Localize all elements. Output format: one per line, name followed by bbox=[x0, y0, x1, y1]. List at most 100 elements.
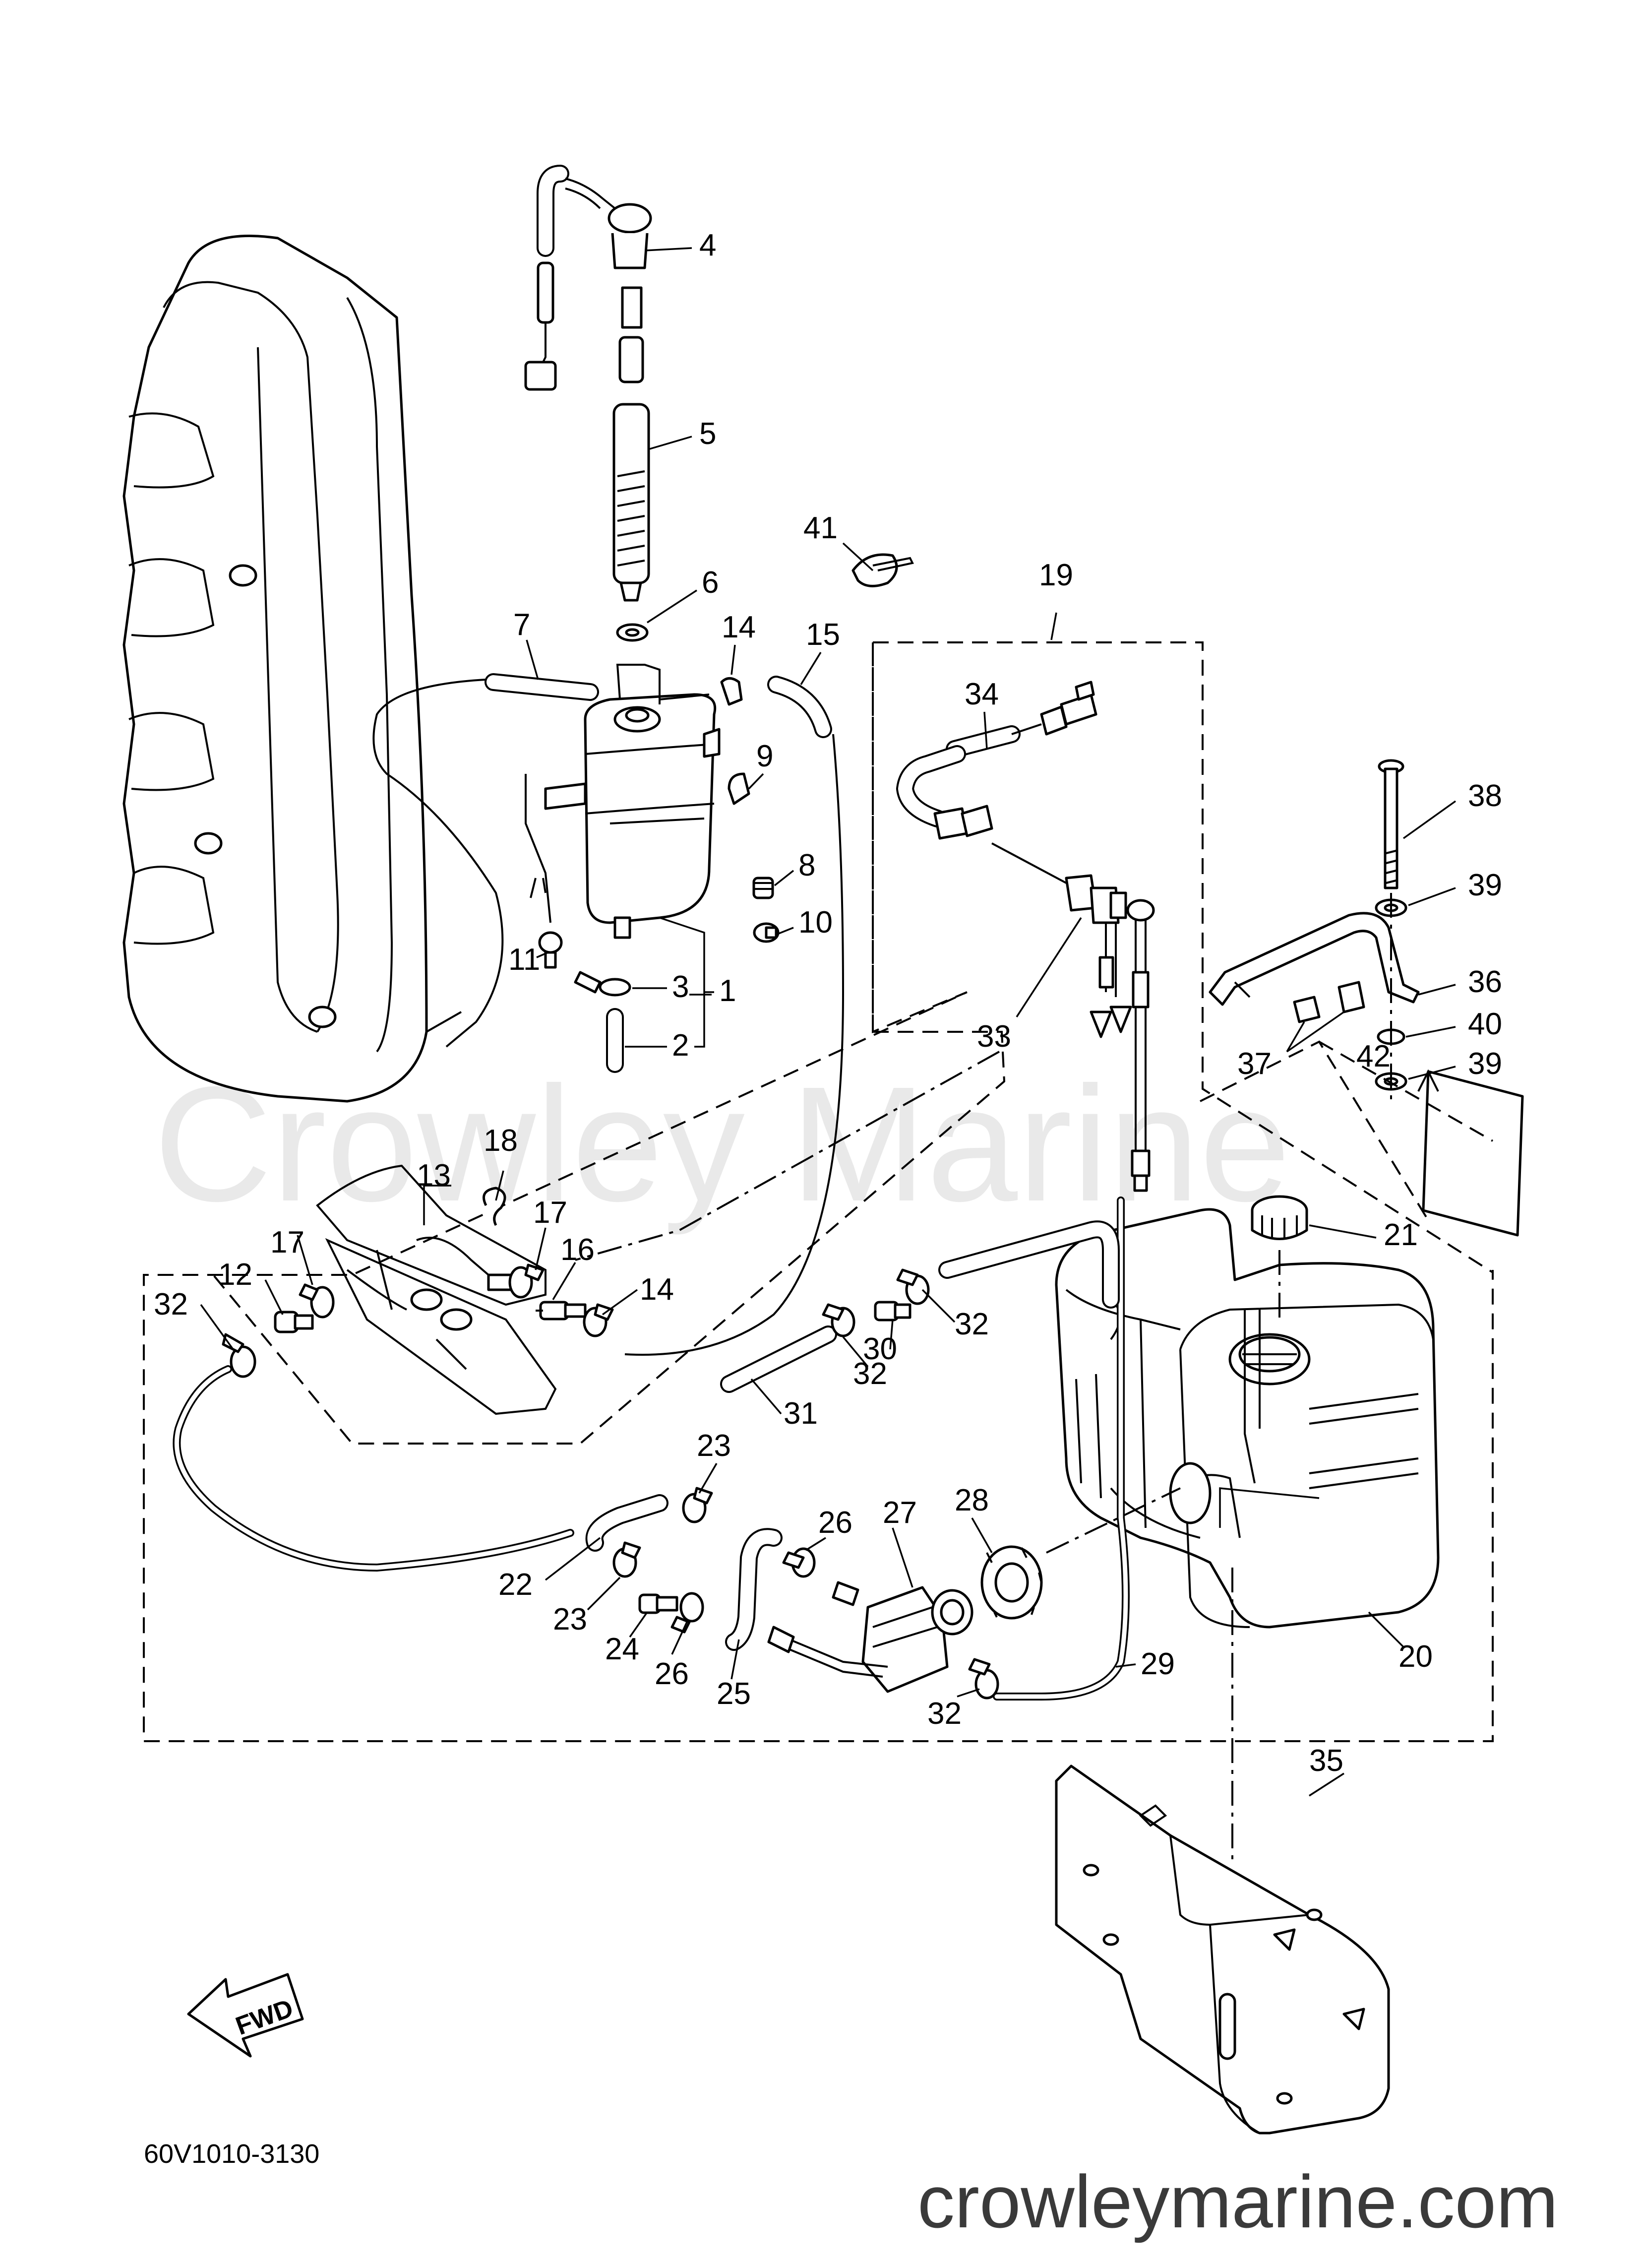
callout-8: 8 bbox=[798, 848, 815, 882]
callout-7: 7 bbox=[513, 608, 530, 642]
part-17-clamp-left bbox=[299, 1283, 335, 1319]
part-33-fuel-pump-switch bbox=[1065, 874, 1155, 1192]
part-12-fitting bbox=[274, 1311, 314, 1333]
callout-30: 30 bbox=[863, 1332, 897, 1366]
callout-40: 40 bbox=[1468, 1007, 1502, 1041]
part-38-bolt bbox=[1378, 759, 1404, 889]
part-21-fuel-cap bbox=[1251, 1195, 1308, 1240]
part-35-mounting-bracket bbox=[1055, 1764, 1390, 2135]
callout-18: 18 bbox=[484, 1124, 518, 1158]
part-34-wire-harness bbox=[896, 681, 1097, 884]
part-32-clamp-pump bbox=[968, 1658, 999, 1700]
callout-33: 33 bbox=[977, 1019, 1011, 1054]
group-outline-inner bbox=[212, 642, 1006, 1445]
callout-16: 16 bbox=[560, 1233, 595, 1267]
part-4-float-switch bbox=[524, 165, 652, 391]
part-10-bolt bbox=[753, 922, 780, 943]
part-25-hose bbox=[725, 1528, 783, 1651]
callout-14-rail: 14 bbox=[640, 1272, 674, 1307]
part-32-clamp-left bbox=[222, 1333, 256, 1378]
callout-10: 10 bbox=[798, 905, 833, 940]
callout-5: 5 bbox=[699, 417, 716, 451]
callout-35: 35 bbox=[1309, 1744, 1343, 1778]
part-36-bracket bbox=[1209, 912, 1420, 1006]
callout-1: 1 bbox=[719, 974, 736, 1008]
callout-42: 42 bbox=[1356, 1039, 1391, 1073]
callout-31: 31 bbox=[784, 1396, 818, 1431]
part-26-clamp-lower bbox=[670, 1592, 704, 1634]
group-outline-19 bbox=[143, 641, 1494, 1742]
callout-17-left: 17 bbox=[270, 1225, 304, 1260]
callout-37: 37 bbox=[1237, 1047, 1272, 1081]
group-outline-fuel-line bbox=[575, 1051, 1000, 1261]
part-3-clamp bbox=[574, 971, 631, 997]
callout-14-top: 14 bbox=[722, 610, 756, 644]
part-15-hose bbox=[624, 676, 845, 1356]
engine-block bbox=[122, 235, 462, 1103]
vapor-separator-tank bbox=[544, 664, 721, 1048]
callout-21: 21 bbox=[1384, 1218, 1418, 1252]
part-18-clip bbox=[483, 1187, 506, 1226]
part-17-clamp-right bbox=[508, 1263, 545, 1299]
callout-23-lower: 23 bbox=[553, 1602, 587, 1637]
part-5-filter bbox=[612, 403, 650, 602]
callout-17-right: 17 bbox=[533, 1196, 567, 1230]
part-24-fitting bbox=[638, 1593, 678, 1614]
callout-34: 34 bbox=[965, 677, 999, 711]
fuel-line-left bbox=[173, 1365, 574, 1572]
part-28-pump-cap bbox=[980, 1545, 1043, 1620]
callout-32-tank-lower: 32 bbox=[853, 1357, 887, 1391]
callout-27: 27 bbox=[883, 1496, 917, 1530]
fuel-rail-assembly bbox=[316, 1164, 557, 1415]
callout-9: 9 bbox=[756, 739, 773, 773]
callout-26-upper: 26 bbox=[818, 1506, 852, 1540]
part-26-clamp-upper bbox=[782, 1547, 816, 1578]
part-23-clamp-upper bbox=[682, 1487, 713, 1523]
part-30-fitting bbox=[874, 1301, 911, 1322]
callout-4: 4 bbox=[699, 228, 716, 262]
site-url-watermark: crowleymarine.com bbox=[917, 2160, 1558, 2243]
part-9-grommet bbox=[728, 772, 750, 805]
part-11-sensor bbox=[525, 774, 563, 969]
callout-28: 28 bbox=[955, 1483, 989, 1517]
callout-41: 41 bbox=[803, 511, 838, 545]
callout-numbers: 4 5 6 41 19 7 14 15 34 9 38 8 10 39 11 3… bbox=[154, 228, 1502, 1778]
part-16-fitting bbox=[536, 1301, 587, 1321]
callout-39-top: 39 bbox=[1468, 868, 1502, 902]
part-31-hose bbox=[720, 1220, 1120, 1393]
callout-36: 36 bbox=[1468, 965, 1502, 999]
callout-26-lower: 26 bbox=[655, 1657, 689, 1691]
part-27-fuel-pump bbox=[767, 1581, 973, 1693]
fwd-direction-arrow: FWD bbox=[187, 1973, 304, 2058]
part-23-clamp-lower bbox=[612, 1541, 641, 1578]
diagram-code: 60V1010-3130 bbox=[144, 2139, 319, 2169]
part-20-fuel-tank bbox=[1055, 1208, 1440, 1629]
callout-13: 13 bbox=[417, 1158, 451, 1193]
callout-11: 11 bbox=[508, 943, 540, 977]
part-8-fitting bbox=[752, 877, 774, 899]
callout-38: 38 bbox=[1468, 779, 1502, 813]
callout-2: 2 bbox=[672, 1028, 689, 1063]
callout-39-bottom: 39 bbox=[1468, 1047, 1502, 1081]
part-29-hose bbox=[993, 1197, 1130, 1701]
part-42-label-plate bbox=[1422, 1070, 1524, 1237]
callout-12: 12 bbox=[218, 1258, 252, 1292]
callout-32-pump: 32 bbox=[927, 1697, 962, 1731]
callout-32-left: 32 bbox=[154, 1287, 188, 1322]
callout-6: 6 bbox=[702, 566, 719, 600]
part-22-hose bbox=[585, 1494, 668, 1552]
callout-15: 15 bbox=[806, 618, 840, 652]
callout-20: 20 bbox=[1398, 1639, 1433, 1674]
callout-23-upper: 23 bbox=[697, 1429, 731, 1463]
callout-22: 22 bbox=[498, 1568, 533, 1602]
part-32-clamp-tank-lower bbox=[822, 1303, 855, 1337]
part-14-clip bbox=[720, 677, 743, 706]
callout-24: 24 bbox=[605, 1632, 639, 1666]
callout-19: 19 bbox=[1039, 558, 1073, 592]
callout-29: 29 bbox=[1141, 1647, 1175, 1681]
part-32-clamp-tank-upper bbox=[896, 1268, 930, 1305]
callout-25: 25 bbox=[717, 1677, 751, 1711]
part-7-hose bbox=[372, 673, 599, 1048]
